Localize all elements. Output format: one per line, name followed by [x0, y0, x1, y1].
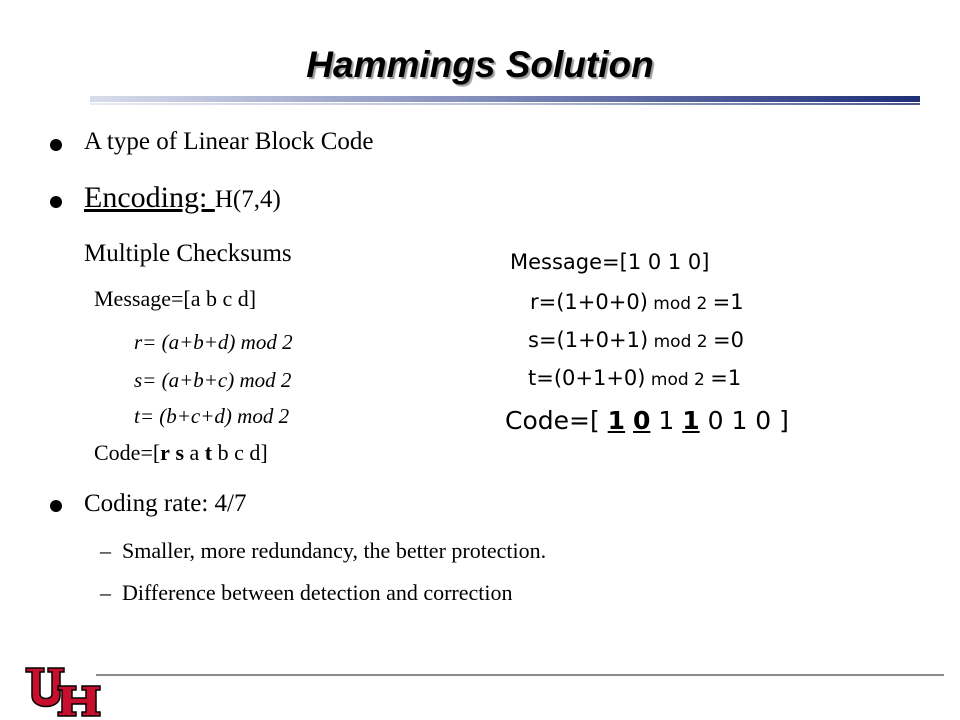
example-message: Message=[1 0 1 0]	[510, 250, 710, 274]
bullet-dot	[50, 139, 62, 151]
code-generic: Code=[r s a t b c d]	[94, 440, 268, 466]
example-code-rest: 0 1 0 ]	[707, 406, 789, 435]
title-underline-thin	[90, 103, 920, 105]
example-code-a: 1	[658, 406, 675, 435]
message-generic: Message=[a b c d]	[94, 286, 257, 311]
equation-r: r= (a+b+d) mod 2	[134, 330, 293, 354]
slide-title: Hammings Solution	[306, 44, 654, 85]
footer-rule	[96, 674, 944, 676]
code-generic-s: s	[175, 440, 184, 465]
example-s-mod: mod 2	[648, 332, 713, 352]
example-t: t=(0+1+0) mod 2 =1	[528, 366, 741, 390]
dash: –	[100, 580, 111, 605]
bullet-encoding: Encoding: H(7,4)	[84, 181, 281, 215]
example-s-result: =0	[712, 328, 744, 352]
encoding-code: H(7,4)	[214, 186, 281, 213]
multiple-checksums: Multiple Checksums	[84, 240, 292, 267]
example-code-t: 1	[682, 406, 700, 435]
example-code: Code=[ 1 0 1 1 0 1 0 ]	[505, 406, 789, 435]
example-s: s=(1+0+1) mod 2 =0	[528, 328, 744, 352]
sub-bullet-difference-text: Difference between detection and correct…	[122, 580, 513, 605]
bullet-dot	[50, 196, 62, 208]
title-underline	[90, 96, 920, 102]
example-r-result: =1	[712, 290, 744, 314]
code-generic-t: t	[204, 440, 213, 465]
uh-logo: UH	[25, 667, 101, 717]
bullet-dot	[50, 500, 62, 512]
example-t-expr: t=(0+1+0)	[528, 366, 646, 390]
sub-bullet-difference: – Difference between detection and corre…	[100, 580, 513, 606]
sub-bullet-smaller: – Smaller, more redundancy, the better p…	[100, 538, 546, 564]
bullet-linear-block-code: A type of Linear Block Code	[84, 128, 374, 155]
dash: –	[100, 538, 111, 563]
example-s-expr: s=(1+0+1)	[528, 328, 649, 352]
bullet-coding-rate: Coding rate: 4/7	[84, 490, 247, 517]
example-code-r: 1	[607, 406, 626, 435]
example-code-prefix: Code=[	[505, 406, 608, 435]
code-generic-mid: a	[184, 440, 205, 465]
equation-s: s= (a+b+c) mod 2	[134, 368, 292, 392]
code-generic-suffix: b c d]	[212, 440, 268, 465]
example-code-s: 0	[633, 406, 651, 435]
example-r-mod: mod 2	[647, 294, 713, 314]
example-t-result: =1	[710, 366, 742, 390]
code-generic-prefix: Code=[	[94, 440, 161, 465]
example-r: r=(1+0+0) mod 2 =1	[530, 290, 744, 314]
sub-bullet-smaller-text: Smaller, more redundancy, the better pro…	[122, 538, 547, 563]
example-t-mod: mod 2	[645, 370, 711, 390]
encoding-label: Encoding:	[84, 181, 215, 214]
example-r-expr: r=(1+0+0)	[530, 290, 648, 314]
equation-t: t= (b+c+d) mod 2	[134, 404, 290, 428]
code-generic-r: r	[160, 440, 170, 465]
